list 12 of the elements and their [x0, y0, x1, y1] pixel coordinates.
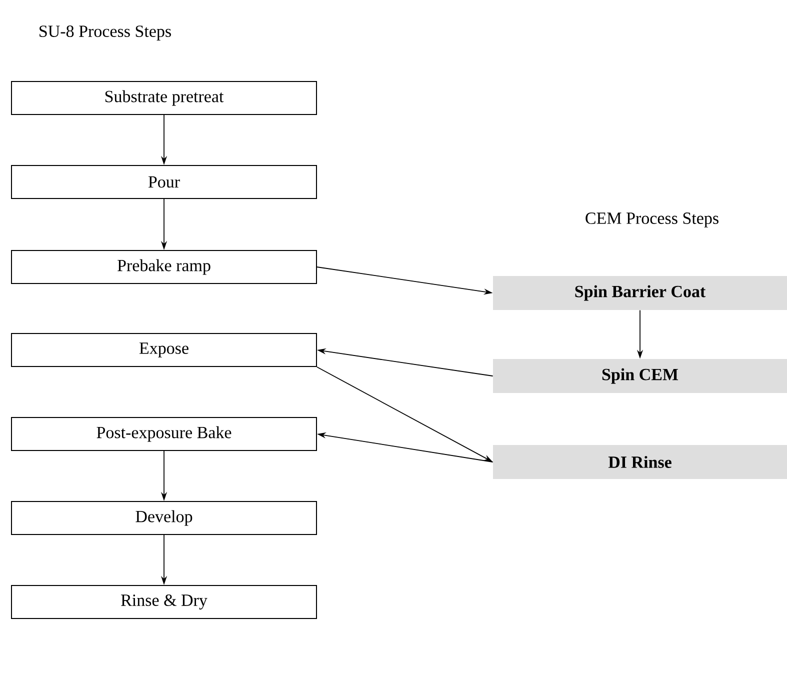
process-box: Develop — [11, 501, 317, 535]
process-box: Expose — [11, 333, 317, 367]
section-heading: CEM Process Steps — [586, 212, 718, 228]
process-box: Prebake ramp — [11, 250, 317, 284]
step-band: Spin CEM — [493, 359, 787, 393]
process-box: Post-exposure Bake — [11, 417, 317, 451]
step-band: Spin Barrier Coat — [493, 276, 787, 310]
step-band: DI Rinse — [493, 445, 787, 479]
process-box: Pour — [11, 165, 317, 199]
diagram-title: SU-8 Process Steps — [40, 26, 171, 40]
process-box: Rinse & Dry — [11, 585, 317, 619]
process-box: Substrate pretreat — [11, 81, 317, 115]
